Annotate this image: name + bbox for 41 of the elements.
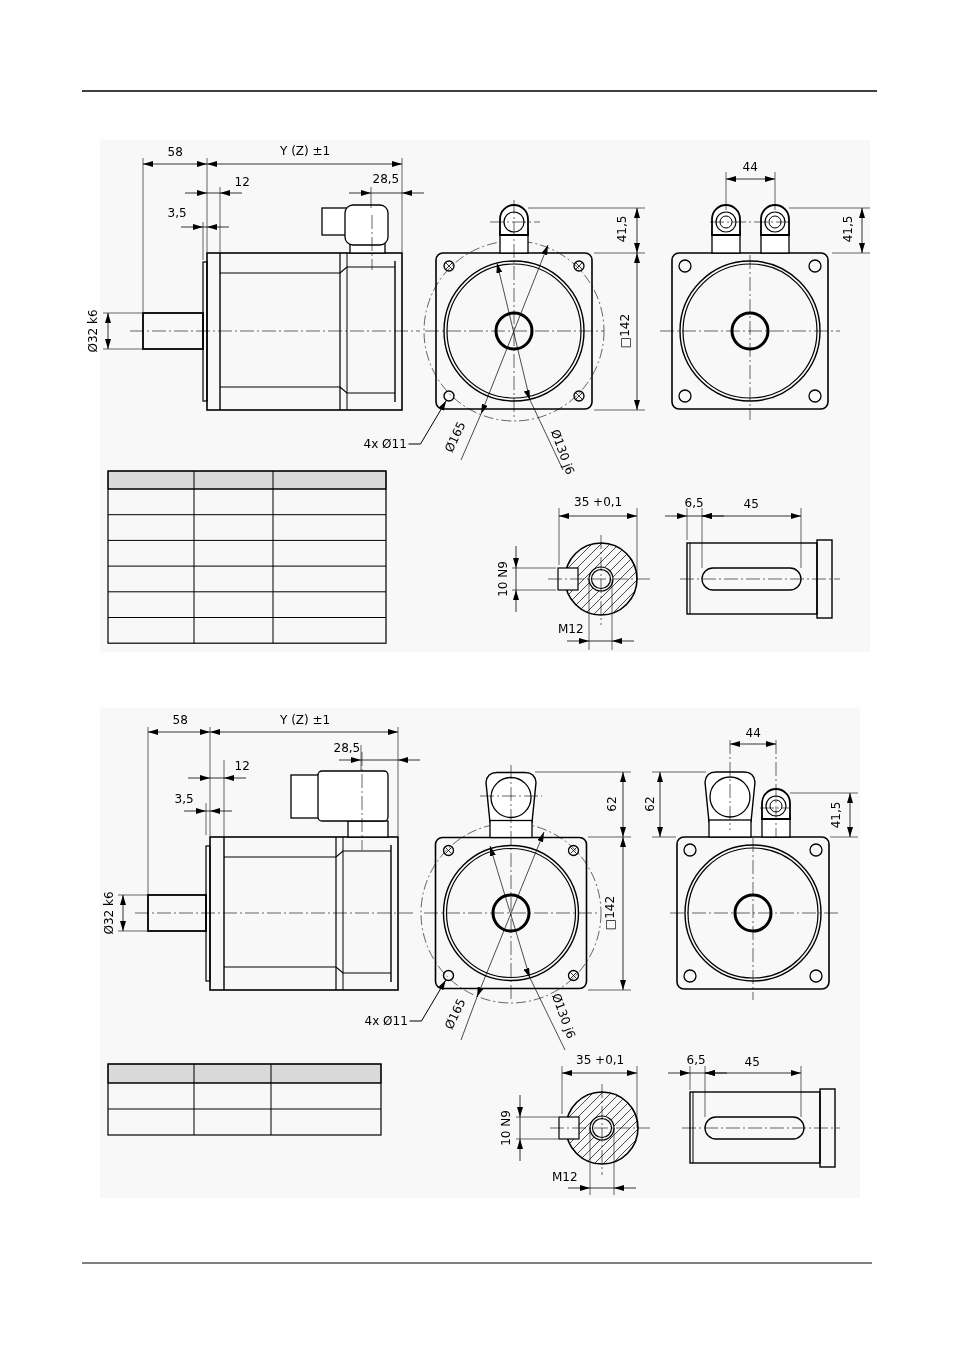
dimension-text: 58 [172,713,188,727]
dimension-text: 10 N9 [495,561,510,597]
dimension-text: 44 [745,726,761,740]
dimension-text: 10 N9 [498,1110,513,1146]
mounting-hole [443,390,455,402]
dimension-text: Ø165 [442,996,469,1032]
dimension-text: Ø165 [442,419,469,455]
dimension-text: Ø32 k6 [85,309,100,353]
dimension-text: 45 [744,1055,760,1069]
dimension-text: 58 [167,145,183,159]
mounting-hole [442,969,455,982]
leader-line [409,979,447,1022]
dimension-text: Ø32 k6 [101,891,116,935]
dimension-text: Y (Z) ±1 [280,144,331,158]
dimension-text: 41,5 [840,215,855,243]
dimension-text: 35 +0,1 [574,495,623,509]
dimension-text: 6,5 [686,1053,706,1067]
dimension-text: 41,5 [828,801,843,829]
dimension-text: □142 [603,895,618,931]
dimension-text: 44 [742,160,758,174]
dimension-text: 6,5 [684,496,704,510]
dimension-text: 45 [743,497,759,511]
callout-text: 4x Ø11 [364,1014,408,1028]
dimension-text: 35 +0,1 [576,1053,625,1067]
leader-line [408,400,447,445]
dimension-text: 62 [604,796,619,812]
dimension-text: M12 [558,622,584,636]
dimension-text: Ø130 j6 [548,991,578,1041]
dimension-text: Ø130 j6 [547,427,577,477]
dimension-text: 12 [234,759,250,773]
dimension-text: Y (Z) ±1 [280,713,331,727]
dimension-text: 3,5 [174,792,194,806]
dimension-text: 41,5 [614,215,629,243]
dimension-text: 12 [234,175,250,189]
dimension-text: 28,5 [372,172,400,186]
dimension-text: 62 [642,796,657,812]
dimension-text: 28,5 [333,741,361,755]
dimension-text: 3,5 [167,206,187,220]
callout-text: 4x Ø11 [363,437,407,451]
dimension-text: □142 [618,313,633,349]
dimension-text: M12 [552,1170,578,1184]
